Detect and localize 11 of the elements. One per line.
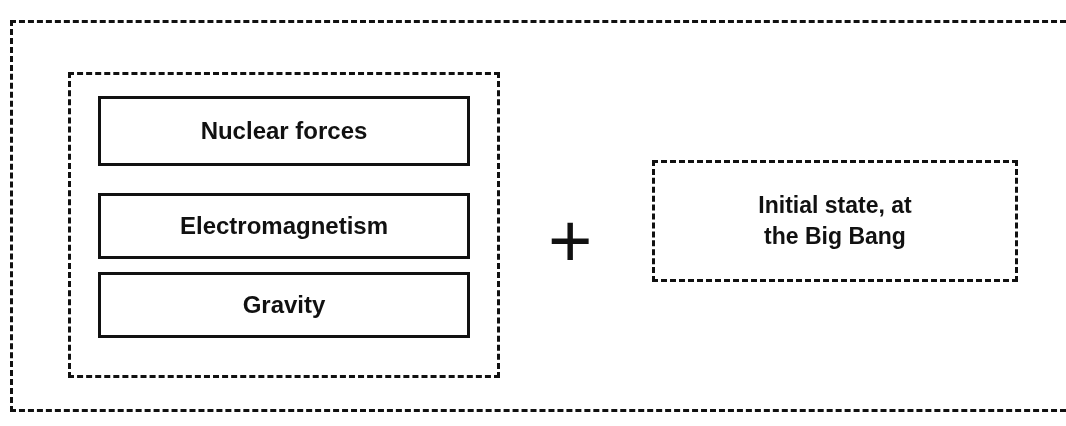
dashed-box xyxy=(652,160,1018,282)
box-label: Nuclear forces xyxy=(200,115,368,146)
process-box xyxy=(98,272,470,338)
box-label: Electromagnetism xyxy=(179,210,389,241)
box-label: Gravity xyxy=(242,289,326,320)
process-box xyxy=(98,193,470,259)
plus-sign: + xyxy=(548,205,593,277)
dashed-frame xyxy=(10,20,1066,412)
box-label: Initial state, at the Big Bang xyxy=(757,190,913,251)
dashed-frame xyxy=(68,72,500,378)
process-box xyxy=(98,96,470,166)
